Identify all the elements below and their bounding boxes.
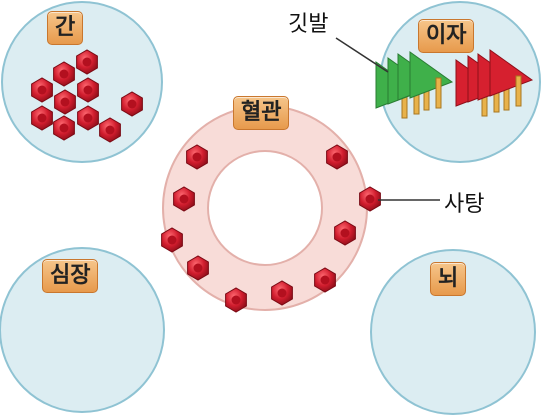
- flag-group: [375, 49, 534, 119]
- sugar-core-12: [332, 152, 342, 162]
- sugar-core-8: [59, 123, 69, 133]
- sugar-core-15: [167, 235, 177, 245]
- liver-label: 간: [47, 11, 84, 45]
- sugar-core-10: [127, 99, 137, 109]
- sugar-core-16: [340, 228, 350, 238]
- sugar-core-13: [179, 194, 189, 204]
- vessel-label: 혈관: [233, 96, 290, 130]
- sugar-core-18: [320, 275, 330, 285]
- sugar-core-19: [277, 288, 287, 298]
- brain-circle: [370, 249, 536, 415]
- pancreas-label: 이자: [418, 19, 475, 53]
- sugar-callout-text: 사탕: [444, 192, 485, 217]
- sugar-core-4: [83, 85, 93, 95]
- vessel-lumen: [207, 150, 323, 266]
- sugar-group: [31, 49, 381, 313]
- flag-8: [489, 49, 534, 97]
- flag-4: [409, 51, 454, 99]
- heart-label: 심장: [42, 259, 99, 293]
- flag-callout-line: [335, 37, 389, 73]
- sugar-core-5: [60, 97, 70, 107]
- flag-pole-4: [435, 77, 442, 109]
- sugar-core-7: [83, 113, 93, 123]
- sugar-core-2: [59, 69, 69, 79]
- sugar-core-14: [365, 194, 375, 204]
- flag-pole-8: [515, 75, 522, 107]
- sugar-core-9: [105, 125, 115, 135]
- heart-circle: [0, 247, 165, 413]
- brain-label: 뇌: [430, 262, 467, 296]
- sugar-core-20: [231, 295, 241, 305]
- flag-callout-text: 깃발: [288, 12, 329, 37]
- sugar-core-11: [192, 152, 202, 162]
- sugar-core-17: [193, 263, 203, 273]
- sugar-core-6: [37, 113, 47, 123]
- sugar-core-1: [82, 57, 92, 67]
- sugar-core-3: [37, 85, 47, 95]
